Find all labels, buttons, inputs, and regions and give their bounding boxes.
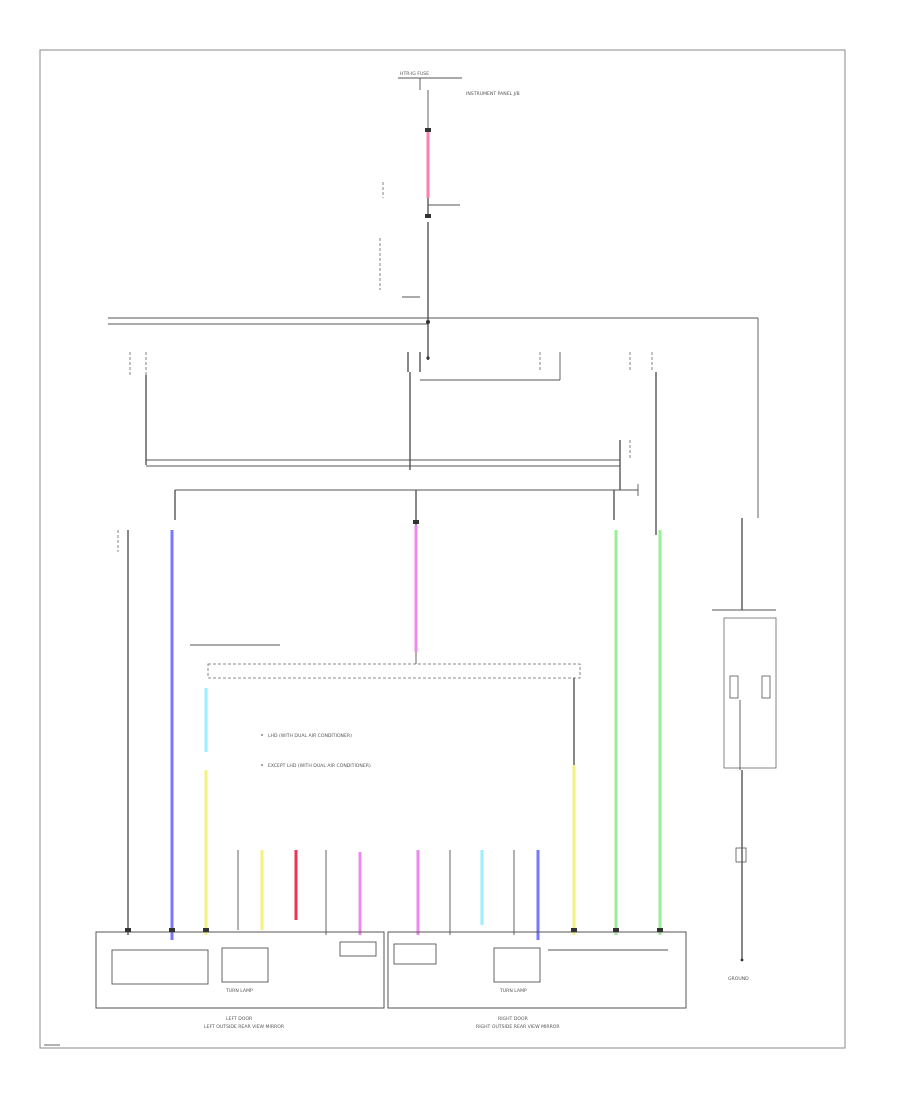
right-door-assembly: TURN LAMP RIGHT DOOR RIGHT OUTSIDE REAR …: [387, 931, 687, 1030]
left-mirror-label: LEFT OUTSIDE REAR VIEW MIRROR: [204, 1024, 285, 1030]
top-fuse-label: HTR-IG FUSE: [400, 71, 429, 77]
split-node: [426, 356, 430, 360]
left-door-assembly: TURN LAMP LEFT DOOR LEFT OUTSIDE REAR VI…: [95, 931, 385, 1030]
option-box: [207, 663, 581, 679]
ground-point: [740, 958, 744, 962]
connector-pins: [125, 128, 663, 932]
turn-lamp-right-label: TURN LAMP: [499, 988, 527, 994]
top-fuse-note: INSTRUMENT PANEL J/B: [466, 91, 520, 97]
right-door-label: RIGHT DOOR: [498, 1016, 529, 1022]
note-1: LHD (WITH DUAL AIR CONDITIONER): [268, 733, 352, 739]
left-lower-stubs: [237, 850, 362, 935]
note-2: EXCEPT LHD (WITH DUAL AIR CONDITIONER): [268, 763, 371, 769]
right-lower-stubs: [416, 850, 540, 940]
top-fuse-block: HTR-IG FUSE INSTRUMENT PANEL J/B: [398, 71, 520, 130]
splice-node: [426, 320, 430, 324]
left-door-label: LEFT DOOR: [226, 1016, 253, 1022]
ground-label: GROUND: [728, 976, 749, 982]
turn-lamp-left-label: TURN LAMP: [225, 988, 253, 994]
right-mirror-label: RIGHT OUTSIDE REAR VIEW MIRROR: [476, 1024, 560, 1030]
diagram-frame: [39, 49, 846, 1049]
right-connector-column: GROUND: [712, 518, 777, 982]
